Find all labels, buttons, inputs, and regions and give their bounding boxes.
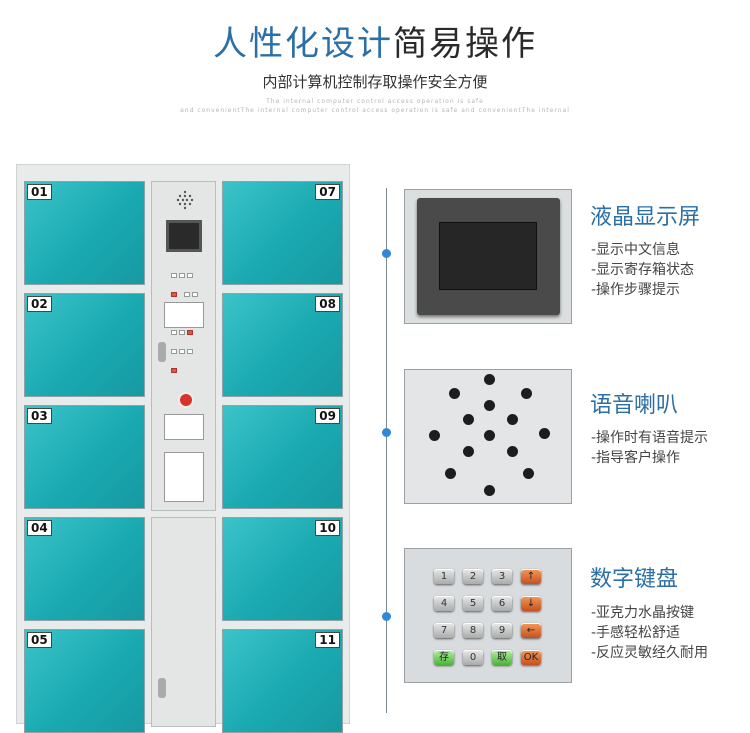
- door-number: 04: [27, 520, 52, 536]
- feature-item: -指导客户操作: [591, 450, 681, 466]
- speaker-hole: [463, 414, 474, 425]
- title-accent: 人性化设计: [213, 24, 393, 64]
- keypad-key: 9: [492, 623, 512, 638]
- locker-door: 02: [24, 293, 145, 397]
- timeline-dot: [382, 249, 391, 258]
- feature-item: -操作时有语音提示: [591, 430, 709, 446]
- page-subtitle: 内部计算机控制存取操作安全方便: [262, 73, 488, 91]
- locker-door: 07: [222, 181, 343, 285]
- door-number: 07: [315, 184, 340, 200]
- barcode-slot-label: [164, 302, 204, 328]
- locker-door: 09: [222, 405, 343, 509]
- keypad-key-back: ←: [521, 623, 541, 638]
- locker-door: 03: [24, 405, 145, 509]
- keypad-key: 7: [434, 623, 454, 638]
- feature-item: -手感轻松舒适: [591, 625, 681, 641]
- speaker-hole: [484, 400, 495, 411]
- lock-mini-icon: [158, 342, 166, 362]
- speaker-hole: [521, 388, 532, 399]
- keypad-key-down: ↓: [521, 596, 541, 611]
- keypad-key: 6: [492, 596, 512, 611]
- title-dark: 简易操作: [393, 24, 537, 64]
- speaker-hole: [463, 446, 474, 457]
- locker-door: 10: [222, 517, 343, 621]
- instruction-label: [164, 452, 204, 502]
- feature-title-speaker: 语音喇叭: [590, 393, 679, 418]
- speaker-hole: [484, 374, 495, 385]
- feature-item: -显示中文信息: [591, 242, 681, 258]
- page-title: 人性化设计简易操作: [0, 22, 750, 66]
- speaker-hole: [484, 430, 495, 441]
- keypad-key: 8: [463, 623, 483, 638]
- speaker-hole: [539, 428, 550, 439]
- speaker-hole: [445, 468, 456, 479]
- feature-item: -显示寄存箱状态: [591, 262, 695, 278]
- timeline-dot: [382, 428, 391, 437]
- feature-title-keypad: 数字键盘: [590, 567, 679, 592]
- keypad-key: 2: [463, 569, 483, 584]
- keypad-key: 5: [463, 596, 483, 611]
- speaker-hole: [429, 430, 440, 441]
- door-number: 03: [27, 408, 52, 424]
- lcd-frame: [417, 198, 560, 315]
- lower-panel: [151, 517, 216, 727]
- speaker-hole: [484, 485, 495, 496]
- locker-cabinet: 01 02 03 04 05 07 08 09 10 11: [16, 164, 350, 733]
- keypad-key: 3: [492, 569, 512, 584]
- speaker-hole: [523, 468, 534, 479]
- lcd-display: [439, 222, 537, 290]
- door-number: 10: [315, 520, 340, 536]
- emergency-button-mini: [178, 392, 194, 408]
- keypad-key: 0: [463, 650, 483, 665]
- keypad-key: 1: [434, 569, 454, 584]
- feature-item: -操作步骤提示: [591, 282, 681, 298]
- keypad-key: 4: [434, 596, 454, 611]
- english-caption-line1: The internal computer control access ope…: [266, 98, 484, 105]
- speaker-hole: [507, 446, 518, 457]
- keypad-image: 1 2 3 ↑ 4 5 6 ↓ 7 8 9 ← 存 0 取 OK: [404, 548, 572, 683]
- locker-door: 05: [24, 629, 145, 733]
- speaker-mini-icon: [176, 190, 194, 210]
- speaker-hole: [507, 414, 518, 425]
- speaker-hole: [449, 388, 460, 399]
- timeline-dot: [382, 612, 391, 621]
- timeline-line: [386, 188, 387, 713]
- door-number: 08: [315, 296, 340, 312]
- speaker-image: [404, 369, 572, 504]
- keypad-key-ok: OK: [521, 650, 541, 665]
- door-number: 09: [315, 408, 340, 424]
- lcd-mini: [166, 220, 202, 252]
- door-number: 02: [27, 296, 52, 312]
- locker-door: 08: [222, 293, 343, 397]
- feature-title-lcd: 液晶显示屏: [590, 205, 701, 230]
- door-number: 05: [27, 632, 52, 648]
- door-number: 01: [27, 184, 52, 200]
- receipt-slot-label: [164, 414, 204, 440]
- control-panel: [151, 181, 216, 511]
- feature-item: -亚克力水晶按键: [591, 605, 695, 621]
- feature-item: -反应灵敏经久耐用: [591, 645, 709, 661]
- keypad-key-store: 存: [434, 650, 454, 665]
- keypad-key-up: ↑: [521, 569, 541, 584]
- locker-door: 01: [24, 181, 145, 285]
- locker-door: 11: [222, 629, 343, 733]
- english-caption-line2: and convenientThe internal computer cont…: [180, 107, 570, 114]
- door-number: 11: [315, 632, 340, 648]
- lcd-screen-image: [404, 189, 572, 324]
- locker-door: 04: [24, 517, 145, 621]
- keypad-key-retrieve: 取: [492, 650, 512, 665]
- lock-mini-icon: [158, 678, 166, 698]
